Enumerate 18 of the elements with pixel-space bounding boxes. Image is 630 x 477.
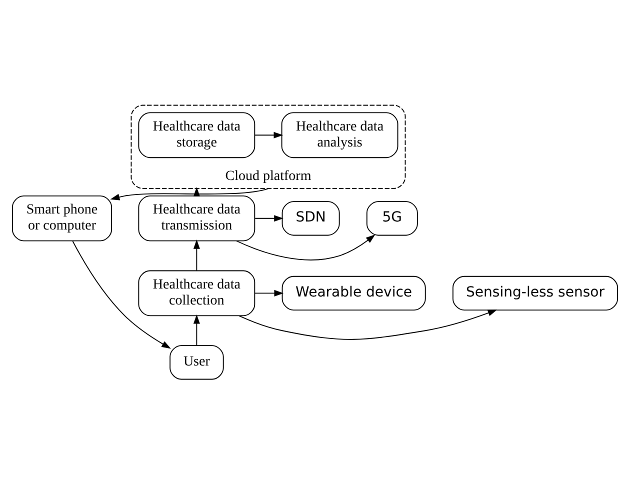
node-box: Healthcare data analysis — [281, 112, 398, 158]
arrow — [110, 188, 270, 200]
arrow — [193, 314, 200, 346]
node-box: Wearable device — [282, 276, 426, 311]
node-box: 5G — [366, 201, 418, 236]
arrow — [254, 132, 284, 138]
arrow — [254, 290, 284, 296]
node-box: Smart phone or computer — [12, 195, 112, 242]
node-box: Healthcare data storage — [138, 112, 256, 158]
arrow — [72, 240, 171, 349]
arrow — [238, 310, 498, 340]
node-box: User — [170, 345, 224, 380]
node-box: SDN — [282, 201, 340, 236]
arrow — [193, 240, 200, 271]
arrow — [254, 215, 284, 222]
node-box: Healthcare data collection — [138, 270, 256, 316]
arrow — [236, 234, 376, 260]
node-box: Sensing-less sensor — [452, 276, 618, 311]
